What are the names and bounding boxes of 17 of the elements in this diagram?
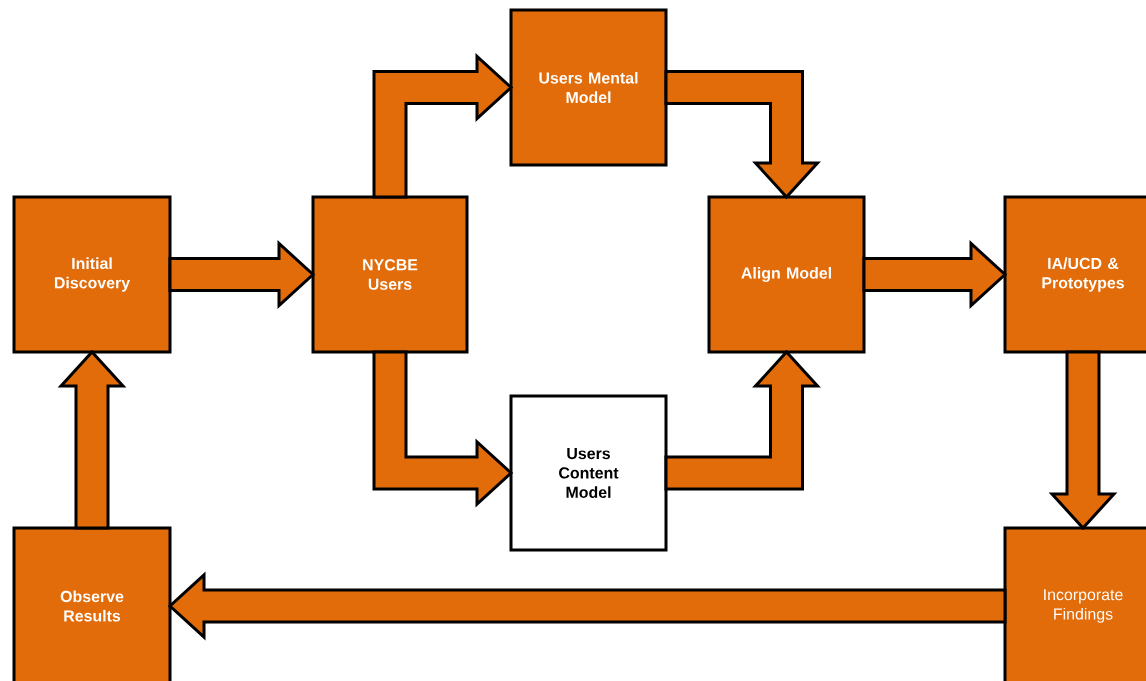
process-box: Initial Discovery [12, 195, 172, 354]
process-box: Users Content Model [509, 394, 668, 552]
process-box: Users Mental Model [509, 8, 668, 167]
block-arrow [862, 240, 1008, 309]
block-arrow [664, 349, 821, 491]
process-box: IA/UCD & Prototypes [1003, 195, 1146, 354]
block-arrow [167, 571, 1007, 641]
process-box: Align Model [707, 195, 866, 354]
block-arrow [168, 240, 316, 309]
process-box: Incorporate Findings [1003, 526, 1146, 681]
block-arrow [372, 53, 514, 199]
process-box: NYCBE Users [311, 195, 469, 354]
block-arrow [372, 350, 514, 508]
block-arrow [1048, 350, 1118, 531]
block-arrow [57, 349, 127, 530]
process-box: Observe Results [12, 526, 172, 681]
block-arrow [664, 70, 821, 200]
